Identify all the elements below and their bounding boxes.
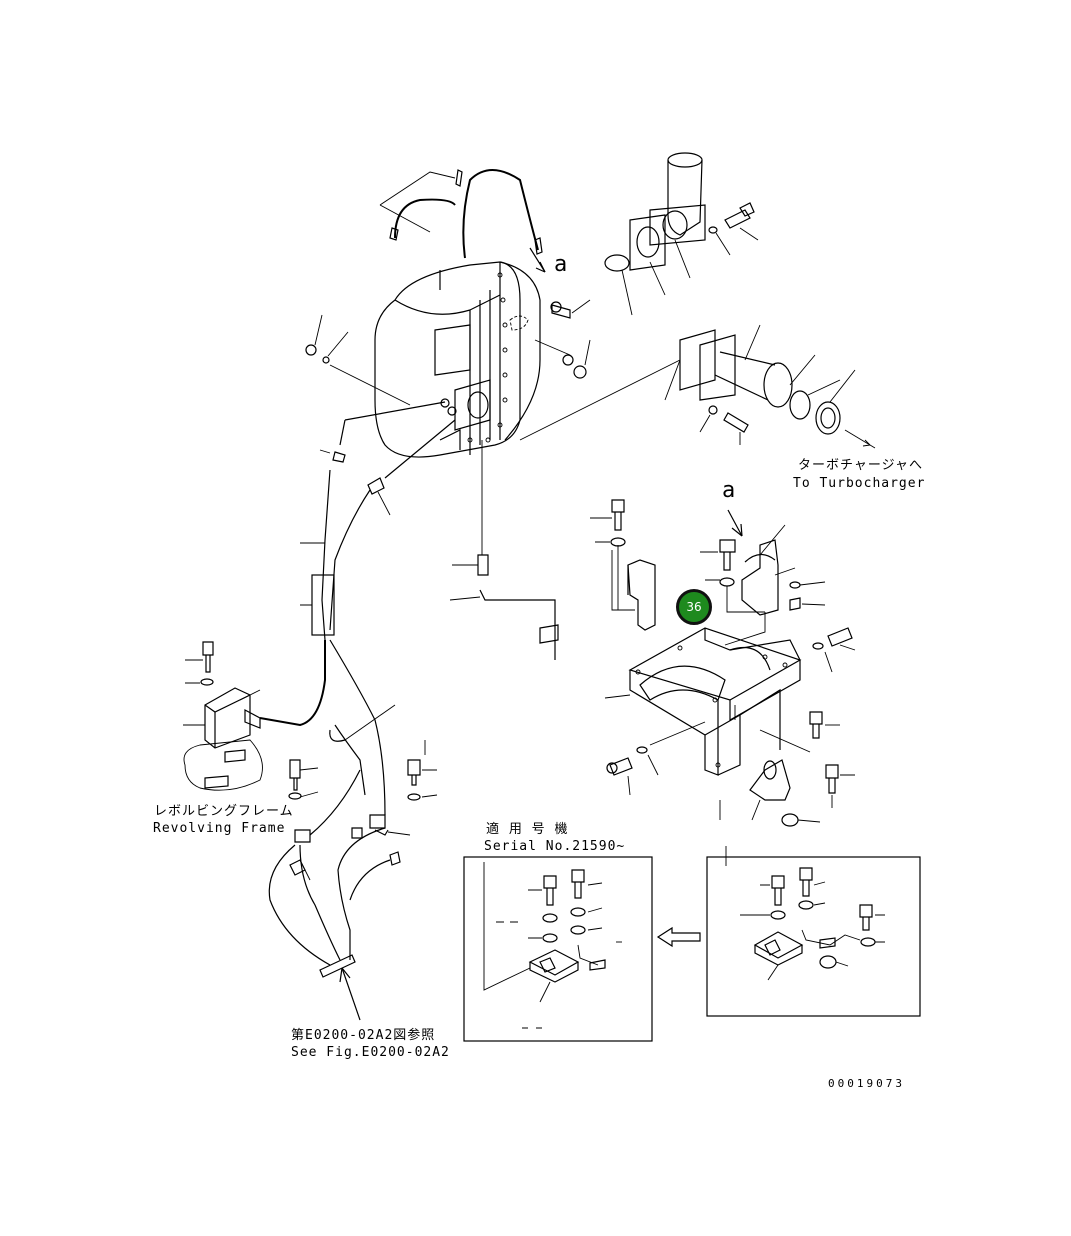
muffler-assembly[interactable] — [374, 261, 541, 458]
serial-label-jp: 適 用 号 機 — [486, 822, 569, 837]
serial-number-label: Serial No.21590~ — [484, 839, 626, 854]
detail-box-left — [463, 856, 653, 1042]
muffler-bolts[interactable] — [305, 299, 591, 406]
see-fig-label-jp: 第E0200-02A2図参照 — [291, 1028, 436, 1043]
part-callout-36[interactable]: 36 — [676, 589, 712, 625]
view-a-label-bottom: a — [722, 478, 736, 503]
view-a-label-top: a — [554, 252, 568, 277]
exhaust-elbow[interactable] — [604, 152, 759, 316]
sensor-lines[interactable] — [300, 401, 456, 641]
controller-box[interactable] — [183, 640, 326, 791]
revolving-frame-label-en: Revolving Frame — [153, 821, 286, 836]
view-a-arrow-bottom — [727, 509, 743, 537]
drawing-number: 00019073 — [828, 1077, 905, 1090]
revolving-frame-label-jp: レボルビングフレーム — [154, 804, 294, 819]
see-fig-label-en: See Fig.E0200-02A2 — [291, 1045, 450, 1060]
bracket-assembly[interactable] — [590, 499, 856, 827]
turbocharger-label-en: To Turbocharger — [793, 476, 926, 491]
wire-harness[interactable] — [268, 639, 438, 978]
detail-box-right — [706, 846, 921, 1017]
exhaust-pipe[interactable] — [519, 324, 876, 449]
center-sensor[interactable] — [449, 440, 559, 660]
detail-arrow — [656, 926, 701, 948]
upper-hoses[interactable] — [379, 169, 543, 259]
turbocharger-label-jp: ターボチャージャへ — [798, 458, 923, 473]
see-fig-arrow — [341, 967, 361, 1021]
